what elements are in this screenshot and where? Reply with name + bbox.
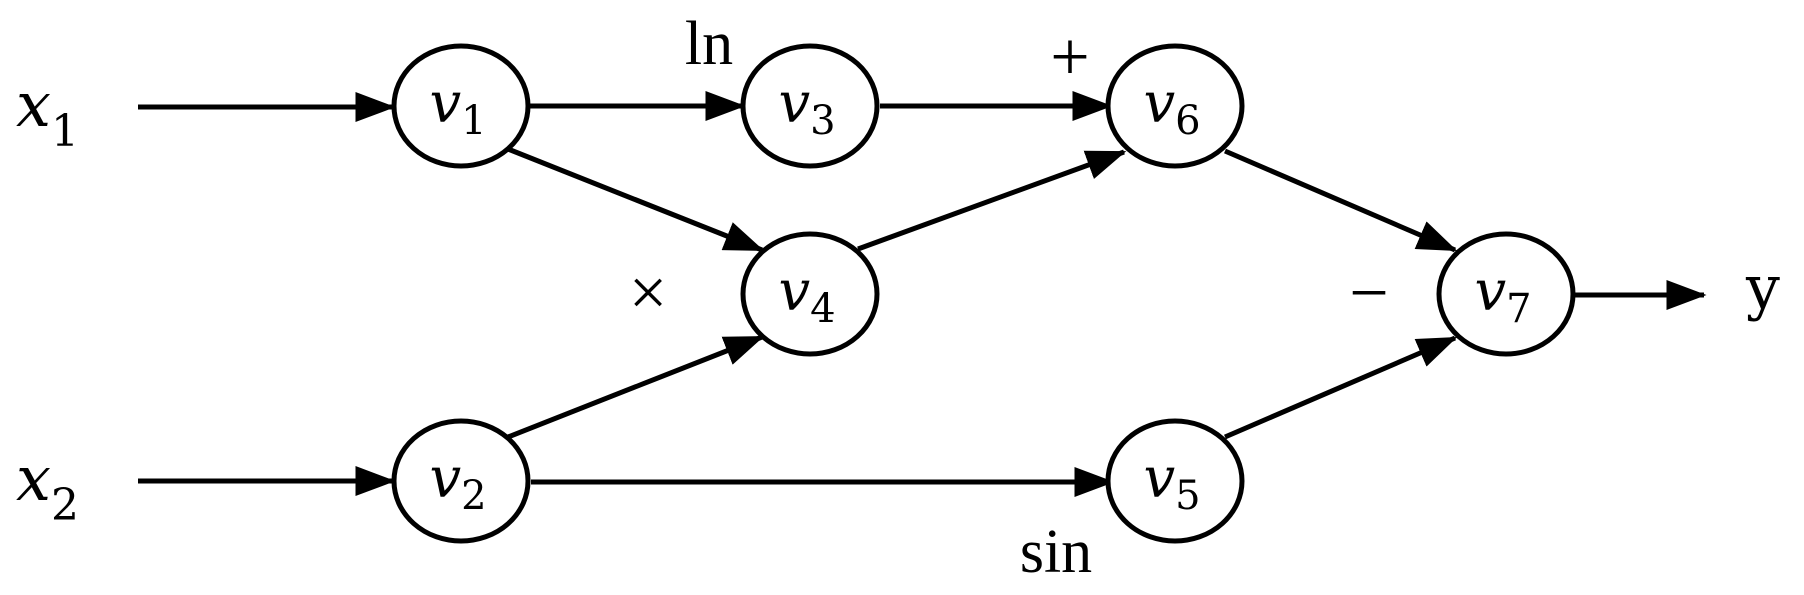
svg-text:v5: v5 <box>1143 446 1200 519</box>
edge-v5-v7 <box>1224 335 1458 440</box>
edge-v6-v7 <box>1224 148 1458 253</box>
op-label-times: × <box>629 254 667 330</box>
op-label-plus: + <box>1050 19 1089 96</box>
svg-text:v4: v4 <box>778 259 835 332</box>
edge-v1-v4 <box>507 146 765 253</box>
node-v4: v4 <box>740 231 880 357</box>
node-v1: v1 <box>391 43 531 169</box>
node-v2: v2 <box>391 418 531 544</box>
svg-text:v7: v7 <box>1474 259 1531 332</box>
node-v5: v5 <box>1105 418 1245 544</box>
op-label-minus: − <box>1349 255 1388 332</box>
node-v6: v6 <box>1105 43 1245 169</box>
svg-text:v6: v6 <box>1143 71 1200 144</box>
input-x2: x2 <box>16 442 79 531</box>
op-label-sin: sin <box>1020 518 1092 586</box>
edges <box>138 91 1707 497</box>
svg-text:v1: v1 <box>429 71 486 144</box>
svg-text:v3: v3 <box>778 71 835 144</box>
op-label-ln: ln <box>685 10 733 78</box>
svg-text:v2: v2 <box>429 446 486 519</box>
edge-v4-v6 <box>857 149 1127 252</box>
edge-v2-v4 <box>507 334 765 440</box>
output-y: y <box>1745 253 1780 323</box>
node-v3: v3 <box>740 43 880 169</box>
node-v7: v7 <box>1436 231 1576 357</box>
input-x1: x1 <box>16 68 79 157</box>
